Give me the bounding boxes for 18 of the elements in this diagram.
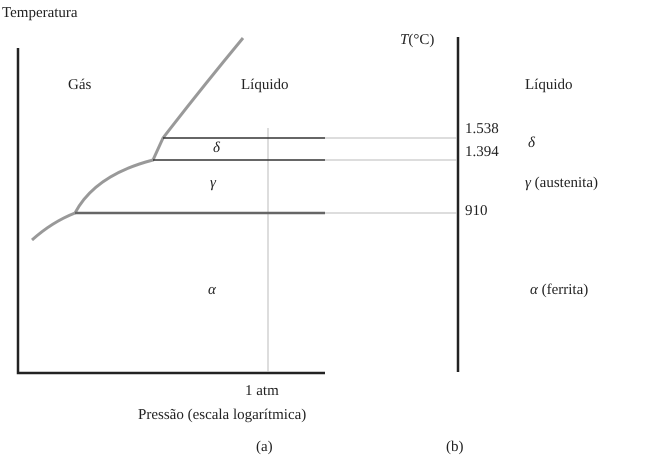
- phase-label: Líquido: [241, 76, 288, 94]
- axis-title: T(°C): [400, 31, 434, 49]
- phase-label: δ: [213, 139, 220, 157]
- phase-label: α: [208, 281, 216, 299]
- axis-title: Temperatura: [2, 4, 78, 22]
- panel-label: (a): [256, 438, 273, 456]
- tick-label: 1 atm: [245, 382, 279, 400]
- phase-label: α (ferrita): [530, 281, 588, 299]
- axis-title: Pressão (escala logarítmica): [138, 406, 306, 424]
- temperature-value: 910: [465, 202, 488, 220]
- phase-label: Gás: [68, 76, 92, 94]
- phase-label: δ: [528, 134, 535, 152]
- phase-label: Líquido: [525, 76, 572, 94]
- phase-label: γ: [210, 174, 216, 192]
- panel-label: (b): [446, 438, 464, 456]
- temperature-value: 1.394: [465, 143, 499, 161]
- temperature-value: 1.538: [465, 120, 499, 138]
- phase-label: γ (austenita): [525, 174, 598, 192]
